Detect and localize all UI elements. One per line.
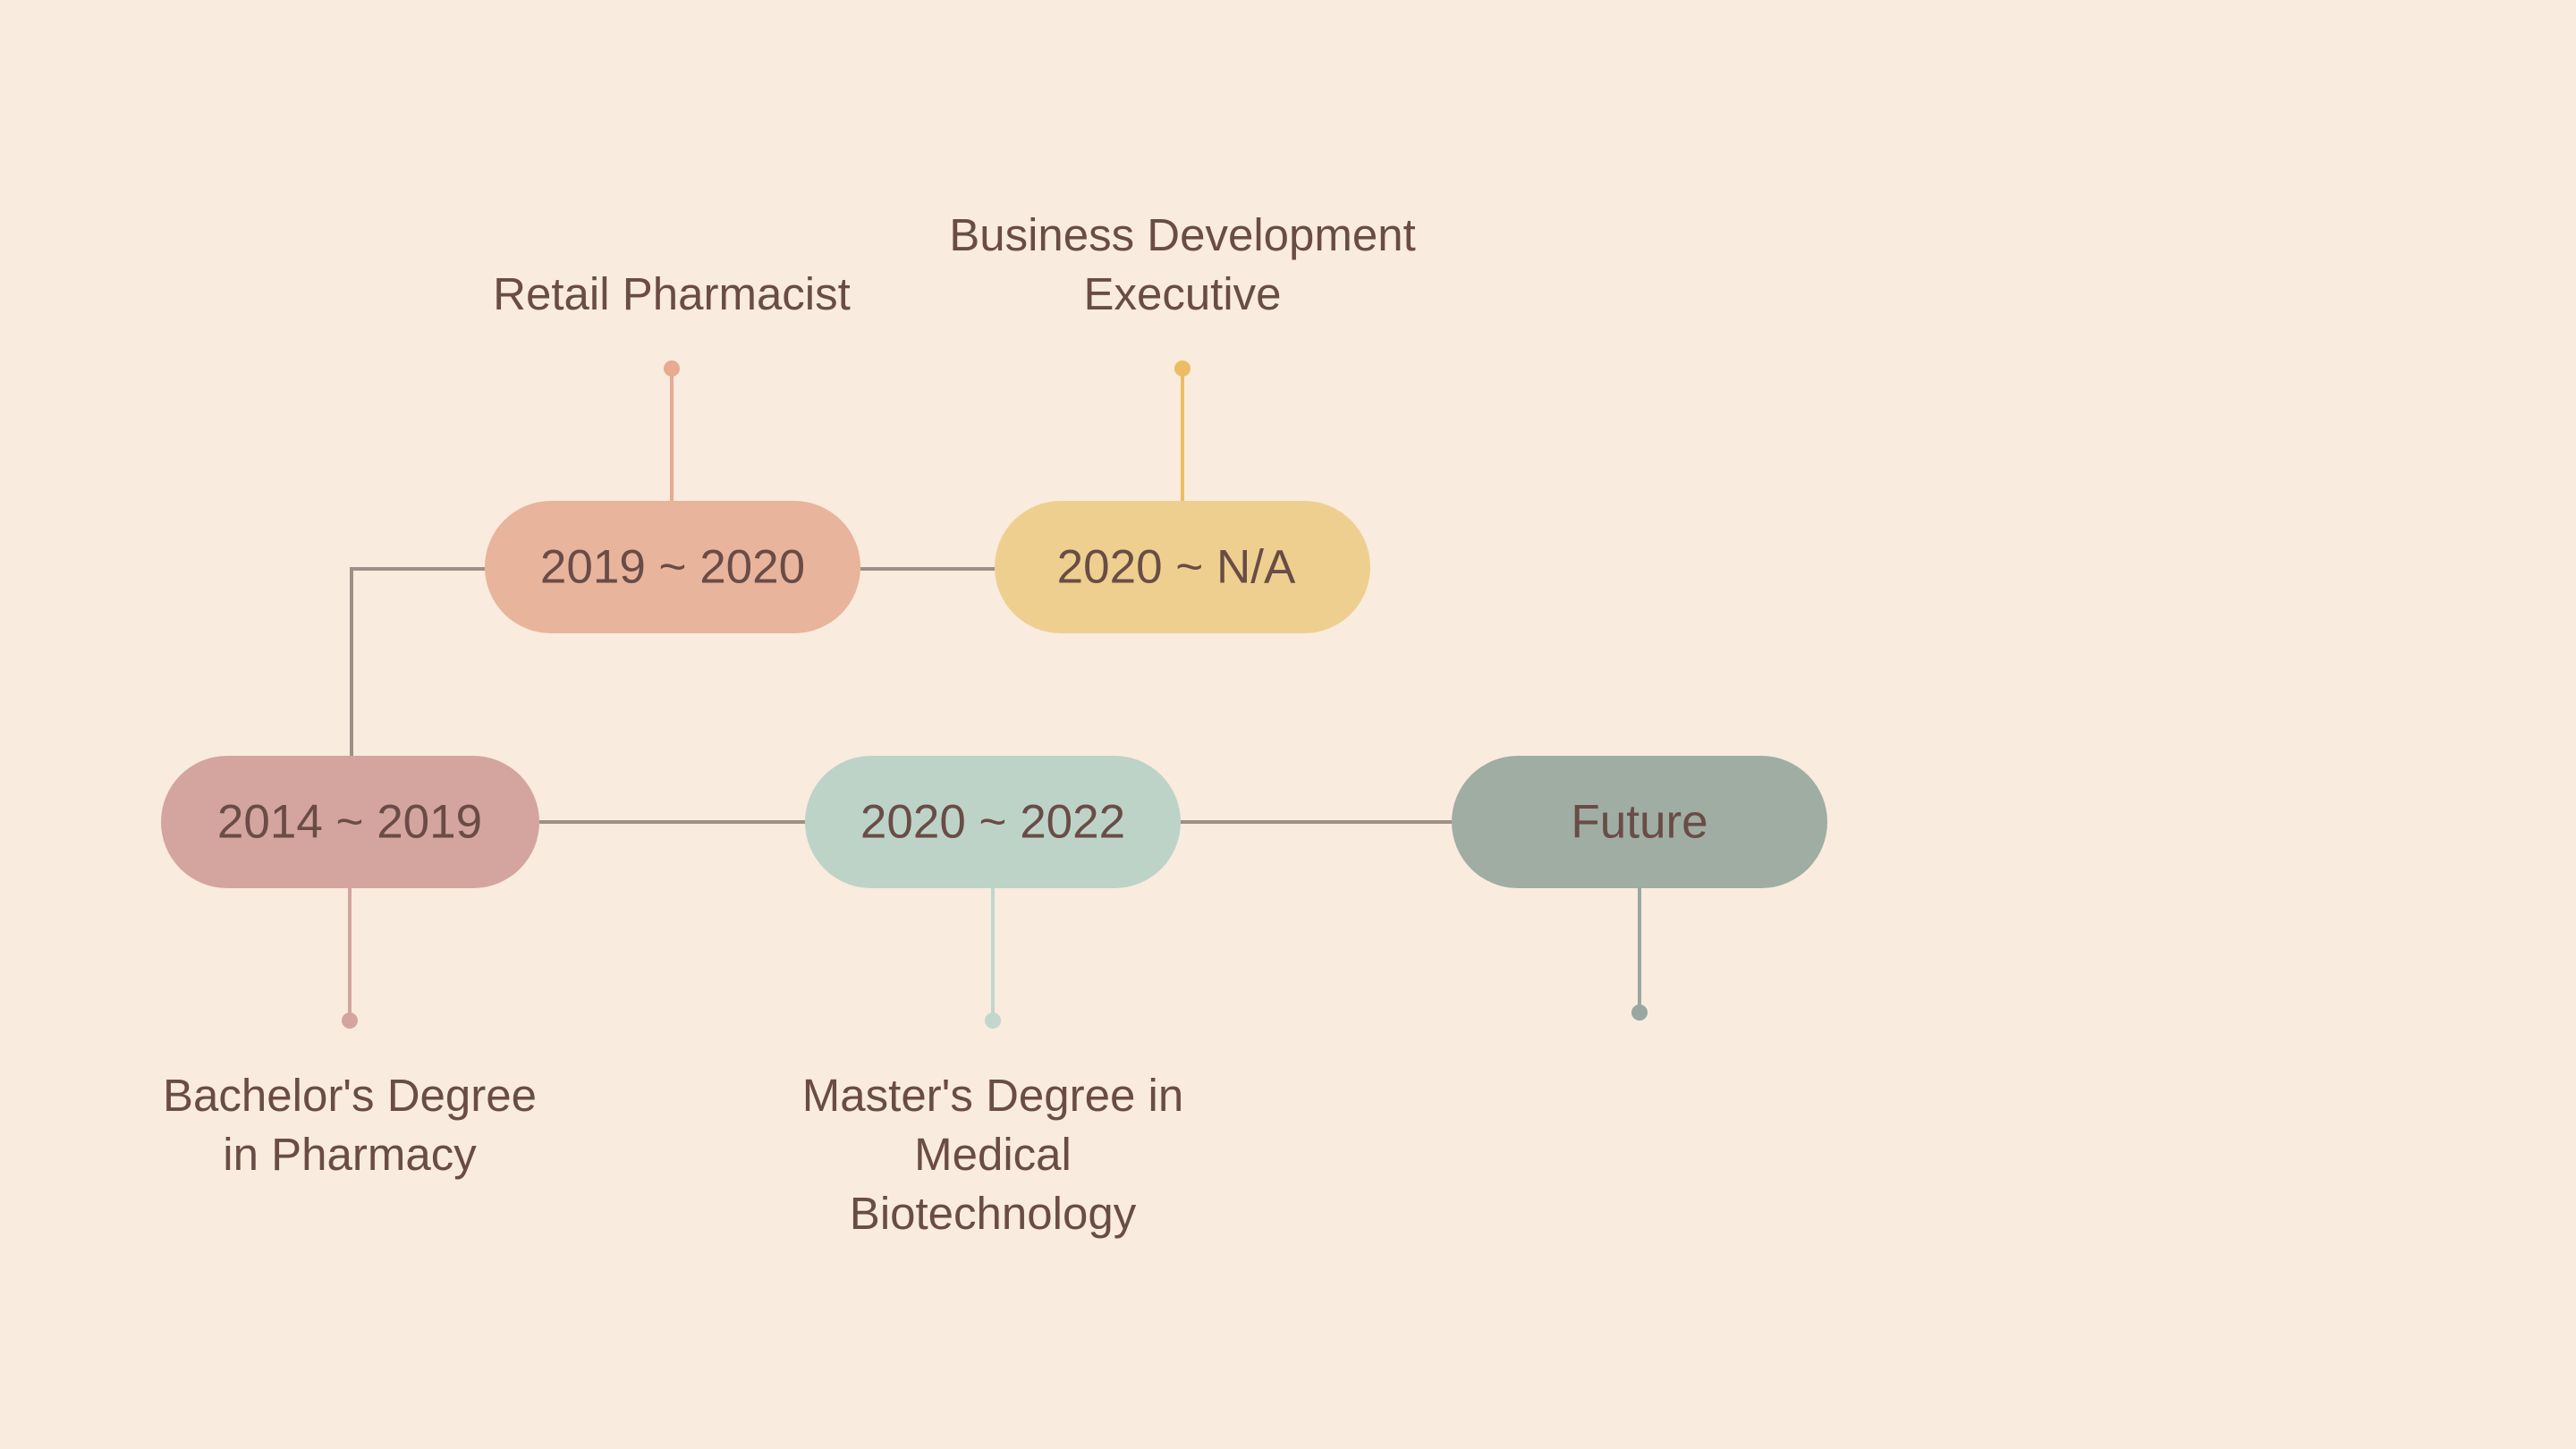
role-label-retail: Retail Pharmacist: [493, 268, 851, 319]
period-pill-master: [805, 756, 1181, 888]
timeline-node-bizdev: 2020 ~ N/A Business Development Executiv…: [949, 209, 1416, 633]
timeline-node-bachelor: 2014 ~ 2019 Bachelor's Degree in Pharmac…: [161, 756, 539, 1180]
stem-dot-bizdev: [1174, 360, 1191, 377]
period-pill-future: [1452, 756, 1827, 888]
timeline-node-retail: 2019 ~ 2020 Retail Pharmacist: [485, 268, 860, 633]
period-pill-retail: [485, 501, 860, 633]
period-label-future: Future: [1571, 796, 1707, 849]
role-label-bizdev-line1: Business Development: [949, 209, 1416, 260]
stem-dot-master: [985, 1013, 1001, 1029]
degree-label-bachelor-line1: Bachelor's Degree: [163, 1070, 537, 1121]
connector-bachelor-to-retail: [350, 567, 485, 756]
degree-label-master-line3: Biotechnology: [850, 1188, 1137, 1239]
timeline-node-future: Future: [1452, 756, 1827, 1021]
period-label-retail: 2019 ~ 2020: [540, 541, 805, 594]
period-pill-bizdev: [995, 501, 1370, 633]
stem-dot-future: [1631, 1004, 1648, 1021]
degree-label-master-line2: Medical: [914, 1129, 1072, 1180]
role-label-bizdev-line2: Executive: [1083, 268, 1281, 319]
period-pill-bachelor: [161, 756, 539, 888]
degree-label-bachelor-line2: in Pharmacy: [223, 1129, 477, 1180]
stem-dot-bachelor: [342, 1013, 358, 1029]
timeline-node-master: 2020 ~ 2022 Master's Degree in Medical B…: [802, 756, 1183, 1239]
period-label-master: 2020 ~ 2022: [860, 796, 1125, 849]
period-label-bizdev: 2020 ~ N/A: [1057, 541, 1296, 594]
degree-label-master-line1: Master's Degree in: [802, 1070, 1183, 1121]
period-label-bachelor: 2014 ~ 2019: [217, 796, 482, 849]
stem-dot-retail: [664, 360, 680, 377]
